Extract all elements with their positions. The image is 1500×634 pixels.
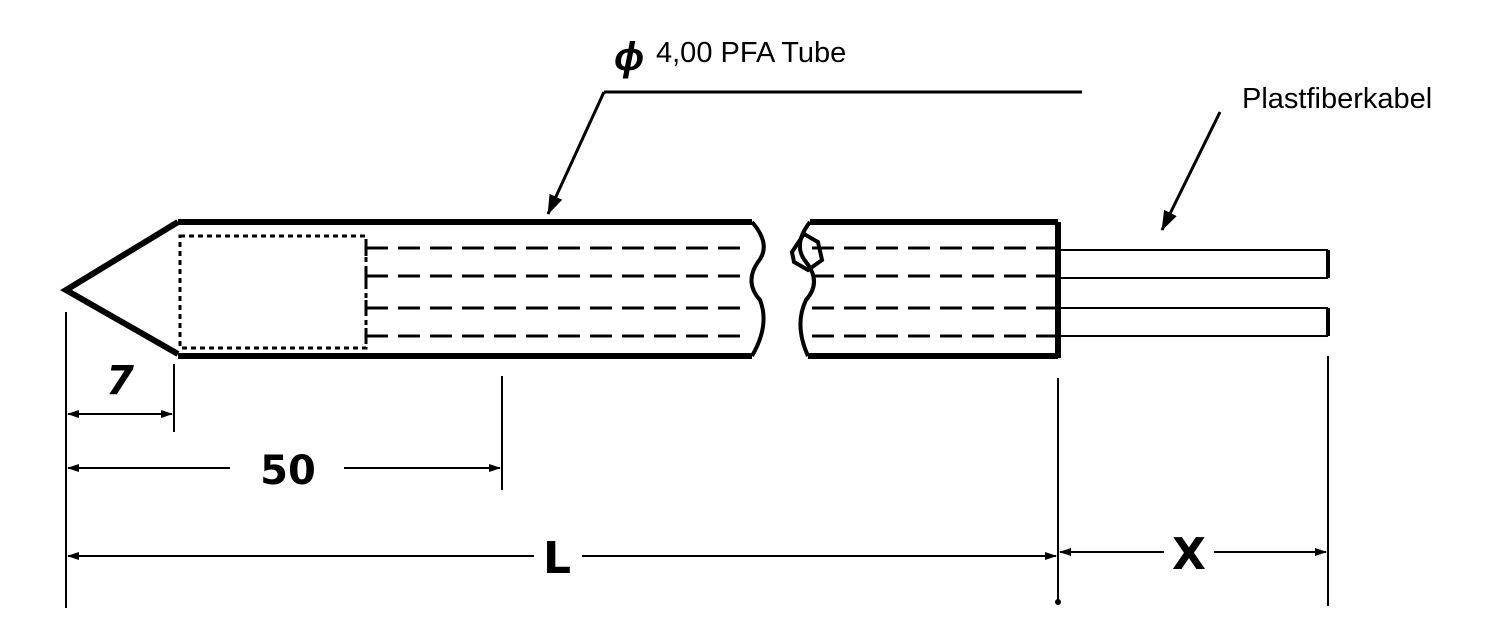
tube-left-section (178, 219, 752, 359)
tube-right-section (808, 219, 1061, 359)
fiber-cable (1058, 249, 1330, 337)
tube-diameter-symbol: ϕ (614, 35, 644, 79)
dimension-probe: L (67, 533, 1057, 584)
dimension-tip-label: 7 (106, 358, 134, 404)
extension-lines (65, 312, 1329, 608)
dimension-cable: X (1059, 529, 1327, 580)
probe-tip (60, 219, 180, 357)
inner-fibers (366, 246, 1056, 338)
break-mark (749, 220, 825, 358)
dimension-tip: 7 (67, 358, 173, 418)
dimension-sensor-label: 50 (260, 448, 316, 494)
cable-label-leader (1160, 111, 1222, 231)
tube-label: 4,00 PFA Tube (656, 37, 846, 69)
dimension-probe-label: L (543, 533, 571, 584)
dimension-sensor: 50 (67, 448, 501, 494)
cable-label: Plastfiberkabel (1242, 83, 1432, 115)
sensor-element (178, 234, 368, 350)
dimension-endpoint (1055, 599, 1061, 605)
dimension-cable-label: X (1172, 529, 1206, 580)
tube-label-leader (546, 90, 1082, 215)
